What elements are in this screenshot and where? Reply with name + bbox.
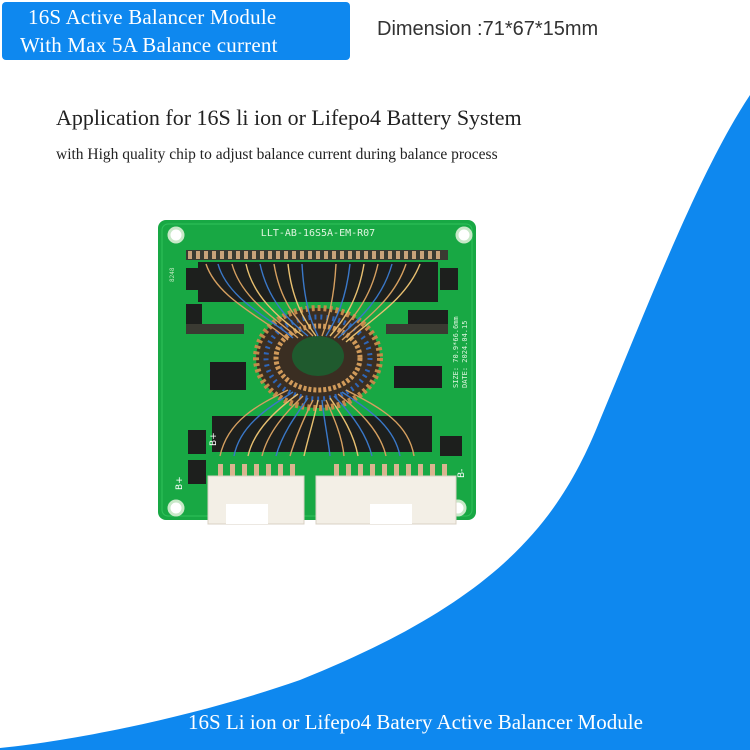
- date-label: DATE: 2024.04.15: [461, 321, 469, 388]
- title-line-2: With Max 5A Balance current: [20, 33, 278, 57]
- side-code: 8248: [169, 267, 176, 282]
- b-plus-label: B+: [175, 476, 185, 490]
- title-banner: 16S Active Balancer Module With Max 5A B…: [2, 2, 350, 60]
- pcb-product-image: LLT-AB-16S5A-EM-R07: [158, 220, 476, 525]
- b-minus-label: B-: [457, 469, 467, 478]
- board-label: LLT-AB-16S5A-EM-R07: [261, 228, 375, 239]
- title-line-1: 16S Active Balancer Module: [28, 5, 277, 29]
- application-subheading: with High quality chip to adjust balance…: [56, 146, 498, 163]
- application-heading: Application for 16S li ion or Lifepo4 Ba…: [56, 105, 522, 130]
- svg-text:B+: B+: [209, 432, 219, 446]
- footer-caption: 16S Li ion or Lifepo4 Batery Active Bala…: [188, 710, 643, 734]
- size-label: SIZE: 70.9*66.6mm: [452, 316, 460, 388]
- dimension-text: Dimension :71*67*15mm: [377, 18, 599, 40]
